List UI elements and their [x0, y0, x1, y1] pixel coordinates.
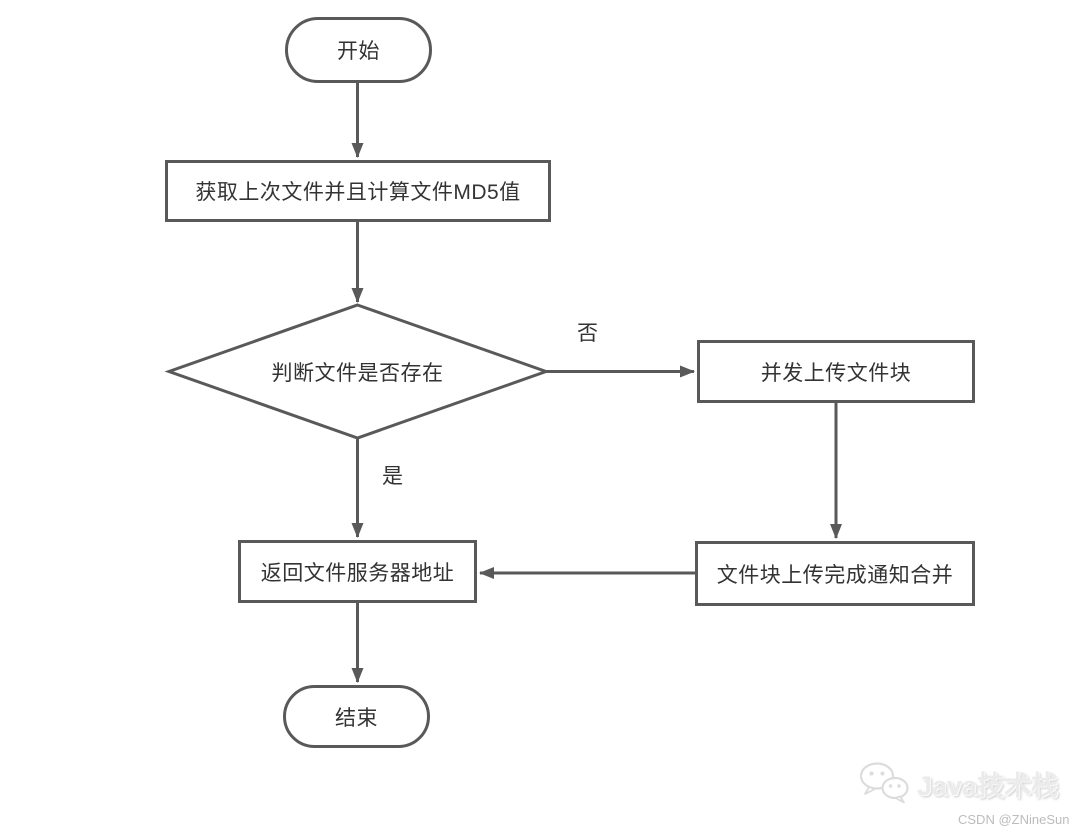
- node-chunks-uploaded-notify-merge: 文件块上传完成通知合并: [695, 541, 975, 606]
- edge-label-no: 否: [577, 322, 598, 345]
- node-start-label: 开始: [337, 40, 380, 63]
- watermark-brand: Java技术栈: [917, 770, 1059, 801]
- node-end-label: 结束: [335, 706, 378, 730]
- node-check-file-exists-label: 判断文件是否存在: [271, 361, 444, 385]
- node-concurrent-upload-chunks-label: 并发上传文件块: [760, 361, 912, 385]
- node-chunks-uploaded-notify-merge-label: 文件块上传完成通知合并: [716, 563, 954, 587]
- node-compute-md5: 获取上次文件并且计算文件MD5值: [165, 160, 551, 222]
- node-compute-md5-label: 获取上次文件并且计算文件MD5值: [195, 181, 521, 204]
- watermark: Java技术栈: [858, 761, 1058, 805]
- node-return-file-server-address-label: 返回文件服务器地址: [260, 561, 455, 585]
- wechat-icon: [859, 762, 909, 804]
- node-end: 结束: [283, 685, 430, 748]
- edge-label-yes: 是: [382, 465, 403, 488]
- node-start: 开始: [285, 17, 432, 83]
- node-concurrent-upload-chunks: 并发上传文件块: [697, 340, 975, 403]
- decision-diamond-shape: [164, 303, 551, 440]
- node-return-file-server-address: 返回文件服务器地址: [238, 540, 477, 603]
- node-check-file-exists: 判断文件是否存在: [169, 305, 546, 438]
- watermark-credit: CSDN @ZNineSun: [958, 812, 1070, 827]
